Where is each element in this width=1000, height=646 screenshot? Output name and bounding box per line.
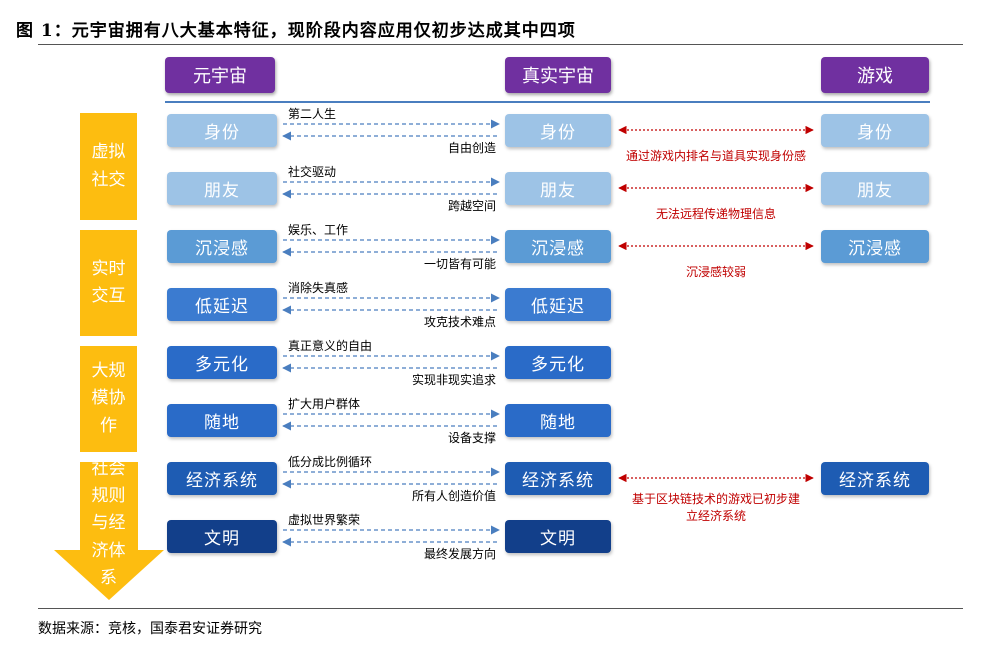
real-universe-feature-box: 随地	[505, 404, 611, 437]
arrow-bottom-label: 所有人创造价值	[411, 489, 496, 503]
metaverse-feature-box: 朋友	[167, 172, 277, 205]
source-note: 数据来源：竞核，国泰君安证券研究	[38, 621, 262, 637]
metaverse-feature-box: 随地	[167, 404, 277, 437]
header-real-universe: 真实宇宙	[505, 57, 611, 93]
game-feature-box: 身份	[821, 114, 929, 147]
game-note-line: 立经济系统	[685, 509, 747, 523]
header-game: 游戏	[821, 57, 929, 93]
figure-title: 图 1：元宇宙拥有八大基本特征，现阶段内容应用仅初步达成其中四项	[16, 21, 576, 41]
real-universe-feature-box: 沉浸感	[505, 230, 611, 263]
arrow-top-label: 第二人生	[288, 107, 337, 121]
metaverse-feature-box: 沉浸感	[167, 230, 277, 263]
group-virtual-social: 虚拟社交	[80, 113, 137, 220]
game-feature-box: 沉浸感	[821, 230, 929, 263]
arrow-bottom-label: 一切皆有可能	[423, 257, 496, 271]
arrow-bottom-label: 攻克技术难点	[423, 315, 496, 329]
arrow-top-label: 低分成比例循环	[288, 455, 373, 469]
game-note: 沉浸感较弱	[685, 265, 747, 279]
real-universe-feature-box: 多元化	[505, 346, 611, 379]
group-social-rules: 社会规则与经济体系	[91, 459, 126, 588]
arrow-top-label: 真正意义的自由	[288, 339, 373, 353]
game-note: 通过游戏内排名与道具实现身份感	[625, 149, 807, 163]
arrow-bottom-label: 最终发展方向	[423, 547, 496, 561]
real-universe-feature-box: 低延迟	[505, 288, 611, 321]
arrow-bottom-label: 跨越空间	[447, 199, 496, 213]
arrow-bottom-label: 实现非现实追求	[411, 373, 496, 387]
game-feature-box: 朋友	[821, 172, 929, 205]
arrow-top-label: 社交驱动	[288, 165, 337, 179]
real-universe-feature-box: 身份	[505, 114, 611, 147]
arrow-top-label: 扩大用户群体	[288, 397, 361, 411]
group-social-rules-arrow	[54, 462, 164, 600]
game-note: 无法远程传递物理信息	[655, 207, 777, 221]
arrow-bottom-label: 设备支撑	[447, 431, 496, 445]
metaverse-feature-box: 多元化	[167, 346, 277, 379]
arrow-top-label: 娱乐、工作	[288, 223, 349, 237]
metaverse-feature-box: 低延迟	[167, 288, 277, 321]
header-divider	[165, 101, 930, 103]
real-universe-feature-box: 文明	[505, 520, 611, 553]
metaverse-feature-box: 经济系统	[167, 462, 277, 495]
metaverse-feature-box: 身份	[167, 114, 277, 147]
top-rule	[38, 44, 963, 45]
bottom-rule	[38, 608, 963, 609]
group-real-time-interaction: 实时交互	[80, 230, 137, 336]
game-feature-box: 经济系统	[821, 462, 929, 495]
group-large-scale-collaboration: 大规模协作	[80, 346, 137, 452]
arrow-bottom-label: 自由创造	[447, 141, 496, 155]
arrow-top-label: 消除失真感	[288, 281, 349, 295]
real-universe-feature-box: 经济系统	[505, 462, 611, 495]
real-universe-feature-box: 朋友	[505, 172, 611, 205]
metaverse-feature-box: 文明	[167, 520, 277, 553]
arrow-top-label: 虚拟世界繁荣	[288, 513, 361, 527]
game-note-line: 基于区块链技术的游戏已初步建	[631, 492, 801, 506]
header-metaverse: 元宇宙	[165, 57, 275, 93]
